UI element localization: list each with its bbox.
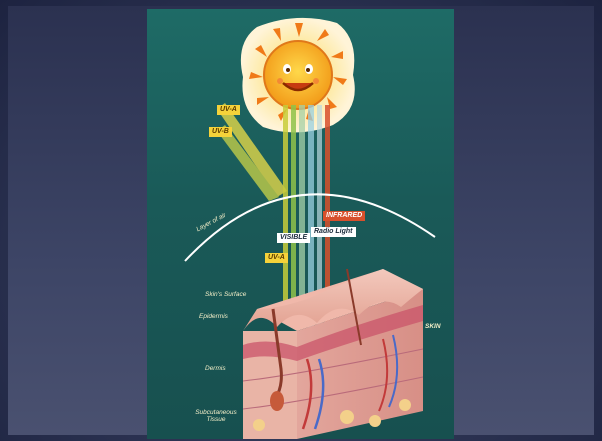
sun-icon xyxy=(241,18,355,133)
radio-light-label: Radio Light xyxy=(311,227,356,237)
epidermis-label: Epidermis xyxy=(199,313,228,320)
skins-surface-label: Skin's Surface xyxy=(205,291,246,298)
skin-sunlight-diagram: UV-A UV-B INFRARED VISIBLE Radio Light U… xyxy=(147,9,454,439)
subcutaneous-tissue-label: Subcutaneous Tissue xyxy=(193,409,239,423)
dermis-label: Dermis xyxy=(205,365,226,372)
skin-label: SKIN xyxy=(425,323,441,330)
visible-label: VISIBLE xyxy=(277,233,310,243)
infrared-label: INFRARED xyxy=(323,211,365,221)
diagram-artwork xyxy=(147,9,454,439)
uv-b-label: UV-B xyxy=(209,127,232,137)
uv-a-top-label: UV-A xyxy=(217,105,240,115)
skin-cross-section xyxy=(243,269,423,439)
uv-a-lower-label: UV-A xyxy=(265,253,288,263)
